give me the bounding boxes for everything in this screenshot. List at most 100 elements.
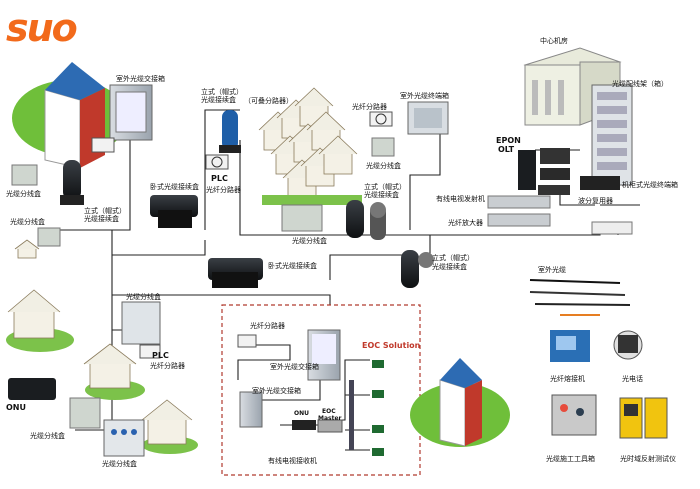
tower-building-right [410, 358, 510, 447]
dome-closure-1 [60, 160, 84, 205]
eoc-splitter [237, 334, 257, 348]
label-vertical-splice-3a: 立式（帽式） [364, 183, 406, 191]
odf-rack [591, 84, 633, 186]
house [14, 239, 40, 259]
splitter-box-7 [103, 419, 145, 457]
plc-splitter-4 [91, 137, 115, 153]
plc-splitter-1 [205, 154, 229, 170]
optical-phone-device [613, 330, 643, 360]
splitter-box-1 [11, 164, 38, 186]
label-catv-receiver: 有线电视接收机 [268, 457, 317, 465]
olt-chassis [540, 148, 570, 180]
label-cable-splitter-box-4: 光缆分线盒 [292, 237, 327, 245]
label-terminal-box-top: 室外光缆终端箱 [400, 92, 449, 100]
label-stackable-splitter: （可叠分路器） [244, 97, 293, 105]
label-odf: 光缆配线架（箱） [612, 80, 668, 88]
label-olt: OLT [498, 145, 515, 154]
label-outdoor-cable: 室外光缆 [538, 266, 566, 274]
eoc-endpoint-1 [372, 360, 384, 368]
label-amplifier: 光纤放大器 [448, 219, 483, 227]
epon-olt-device [518, 150, 536, 190]
splitter-box-5 [121, 301, 161, 345]
wdm-device [538, 185, 570, 195]
label-horizontal-splice: 卧式光缆接续盒 [150, 183, 199, 191]
eoc-endpoint-2 [372, 390, 384, 398]
wdm-box [591, 221, 633, 235]
label-otdr: 光时域反射测试仪 [620, 455, 676, 463]
optical-amplifier [487, 213, 551, 227]
label-plc-2-sub: 光纤分路器 [150, 362, 185, 370]
plc-splitter-2 [369, 111, 393, 127]
toolkit-case [551, 394, 597, 436]
rack-terminal-box [580, 176, 620, 190]
label-eoc-onu: ONU [294, 410, 309, 417]
label-plc-2: PLC [152, 351, 169, 360]
label-cable-splitter-box-2: 光缆分线盒 [10, 218, 45, 226]
label-fiber-splitter-top: 光纤分路器 [352, 103, 387, 111]
label-onu: ONU [6, 403, 26, 412]
outdoor-cross-cabinet-top [109, 84, 153, 141]
eoc-endpoint-4 [372, 448, 384, 456]
label-vertical-splice-2b: 光缆接续盒 [201, 96, 236, 104]
label-horizontal-splice-2: 卧式光缆接续盒 [268, 262, 317, 270]
label-optical-phone: 光电话 [622, 375, 643, 383]
splitter-box-6 [69, 397, 101, 429]
house [83, 343, 137, 389]
label-plc-1-sub: 光纤分路器 [206, 186, 241, 194]
label-wdm: 波分复用器 [578, 197, 613, 205]
house-cluster-left [6, 239, 198, 454]
label-eoc-master-a: EOC [322, 408, 336, 415]
terminal-box-top [407, 101, 449, 135]
eoc-cabinet [307, 329, 341, 381]
label-vertical-splice-4a: 立式（帽式） [432, 254, 474, 262]
eoc-master-device [317, 419, 343, 433]
label-vertical-splice-1a: 立式（帽式） [84, 207, 126, 215]
plc-splitter-3 [139, 344, 161, 359]
splitter-box-2 [37, 227, 61, 247]
eoc-solution-title: EOC Solution [362, 341, 421, 350]
label-eoc-master-b: Master [318, 415, 342, 422]
label-outdoor-cross-cabinet-3: 室外光缆交接箱 [252, 387, 301, 395]
tower-building-left [12, 62, 128, 169]
eoc-backbone [349, 380, 354, 450]
label-epon: EPON [496, 136, 521, 145]
label-fusion-splicer: 光纤熔接机 [550, 375, 585, 383]
label-outdoor-cross-cabinet-2: 室外光缆交接箱 [270, 363, 319, 371]
horizontal-closure-1 [150, 195, 198, 228]
label-vertical-splice-2a: 立式（帽式） [201, 88, 243, 96]
label-toolkit: 光缆施工工具箱 [546, 455, 595, 463]
label-cable-splitter-box-6: 光缆分线盒 [30, 432, 65, 440]
suo-logo: suo [6, 6, 78, 50]
label-cable-splitter-box-5: 光缆分线盒 [126, 293, 161, 301]
label-central-office: 中心机房 [540, 37, 568, 45]
cable-samples [529, 279, 631, 316]
central-office-building [523, 47, 622, 126]
house [141, 399, 193, 445]
splitter-box-4 [281, 204, 323, 232]
house [7, 289, 61, 339]
horizontal-closure-2 [208, 258, 263, 288]
label-rack-terminal: 机柜式光缆终端箱 [622, 181, 678, 189]
label-fiber-splitter-eoc: 光纤分路器 [250, 322, 285, 330]
onu-device [8, 378, 56, 400]
dome-closure-5 [401, 250, 434, 288]
eoc-cabinet-2 [239, 391, 263, 428]
dome-closure-3 [346, 200, 364, 238]
label-vertical-splice-1b: 光缆接续盒 [84, 215, 119, 223]
house [318, 135, 358, 175]
label-outdoor-cross-cabinet: 室外光缆交接箱 [116, 75, 165, 83]
otdr-device [619, 397, 668, 439]
eoc-onu-device [292, 420, 316, 430]
label-vertical-splice-3b: 光缆接续盒 [364, 191, 399, 199]
label-cable-splitter-box-1: 光缆分线盒 [6, 190, 41, 198]
label-vertical-splice-4b: 光缆接续盒 [432, 263, 467, 271]
label-cable-splitter-box-3: 光缆分线盒 [366, 162, 401, 170]
label-catv-tx: 有线电视发射机 [436, 195, 485, 203]
house-cluster-top [258, 87, 362, 205]
label-plc-1: PLC [211, 174, 228, 183]
eoc-endpoint-3 [372, 425, 384, 433]
fusion-splicer-device [550, 330, 590, 362]
eoc-region [221, 304, 421, 476]
catv-transmitter [487, 195, 551, 209]
